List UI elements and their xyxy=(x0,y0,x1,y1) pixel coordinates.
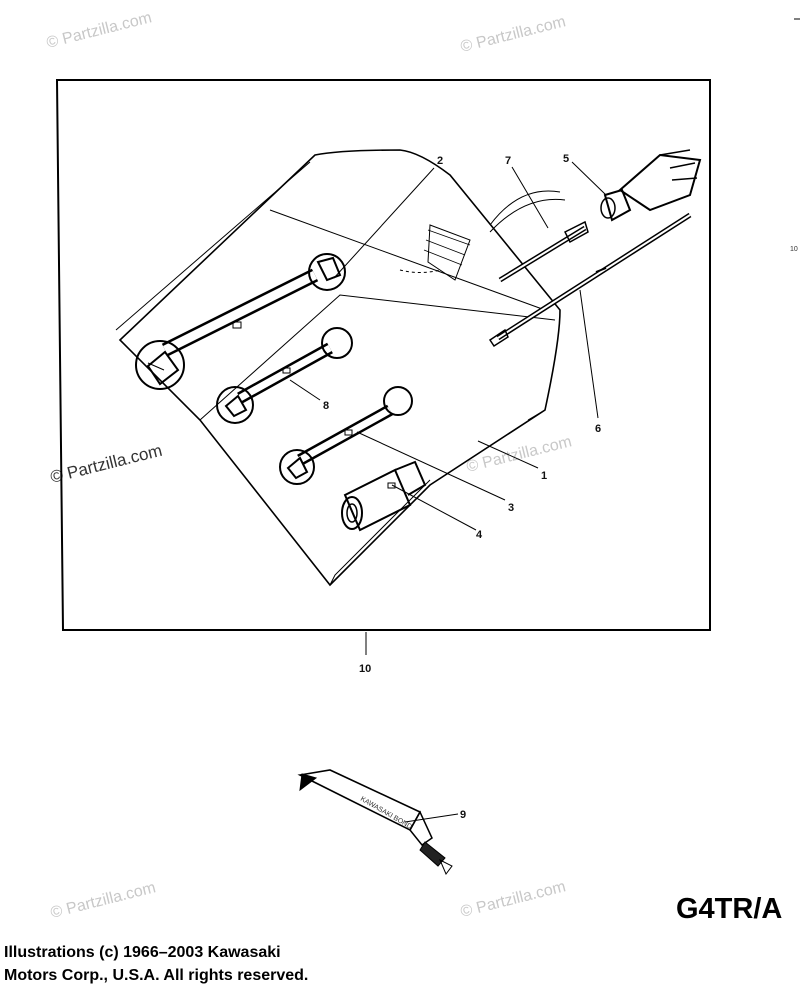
callout-7: 7 xyxy=(505,155,511,167)
screwdriver-bit xyxy=(498,220,589,283)
callout-1: 1 xyxy=(541,470,547,482)
watermark: © Partzilla.com xyxy=(48,441,164,487)
tube-label: KAWASAKI BOND xyxy=(359,796,413,831)
callout-2: 2 xyxy=(437,155,443,167)
plug-socket xyxy=(341,460,427,532)
tool-bag xyxy=(115,149,566,587)
copyright-line-1: Illustrations (c) 1966–2003 Kawasaki xyxy=(4,944,281,961)
callout-5: 5 xyxy=(563,153,569,165)
callout-4: 4 xyxy=(476,529,483,541)
watermark: © Partzilla.com xyxy=(45,9,154,52)
watermark: © Partzilla.com xyxy=(465,433,574,476)
callout-3: 3 xyxy=(508,502,514,514)
large-wrench xyxy=(135,253,346,390)
leader-lines xyxy=(289,161,607,823)
diagram-frame xyxy=(55,79,711,631)
callout-10: 10 xyxy=(359,663,371,675)
medium-wrench xyxy=(216,327,353,424)
screwdriver-blade xyxy=(488,212,692,348)
small-wrench xyxy=(279,386,413,485)
watermark: © Partzilla.com xyxy=(459,878,568,921)
copyright-line-2: Motors Corp., U.S.A. All rights reserved… xyxy=(4,967,309,984)
model-code: G4TR/A xyxy=(676,893,782,925)
callout-9: 9 xyxy=(460,809,466,821)
edge-label: 10 xyxy=(790,246,798,253)
watermark: © Partzilla.com xyxy=(49,879,158,922)
watermark: © Partzilla.com xyxy=(459,13,568,56)
screwdriver-handle xyxy=(600,149,702,222)
bond-tube xyxy=(297,769,453,875)
callout-6: 6 xyxy=(595,423,601,435)
callout-8: 8 xyxy=(323,400,329,412)
